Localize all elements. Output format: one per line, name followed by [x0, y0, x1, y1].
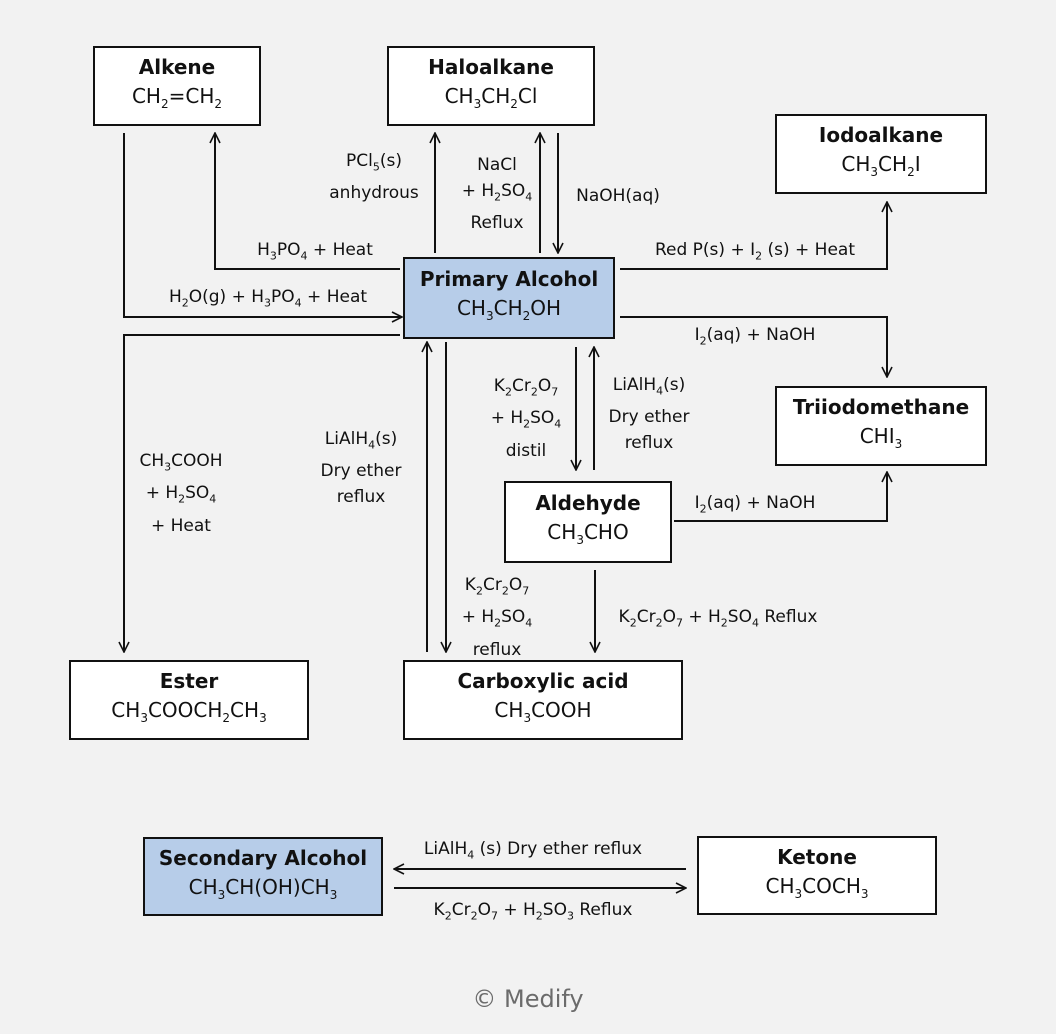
triiodomethane-formula: CHI3 — [859, 424, 903, 451]
label-line: K2Cr2O7 + H2SO3 Reflux — [433, 900, 633, 923]
arrow-alcohol-to-iodoalkane — [620, 202, 887, 270]
label-lialh4-ketone: LiAlH4 (s) Dry ether reflux — [405, 836, 661, 868]
ester-name: Ester — [159, 669, 219, 693]
iodoalkane-name: Iodoalkane — [818, 123, 944, 147]
alkene-formula: CH2=CH2 — [131, 84, 223, 111]
haloalkane-box: Haloalkane CH3CH2Cl — [387, 46, 595, 126]
secondary-alcohol-box: Secondary Alcohol CH3CH(OH)CH3 — [143, 837, 383, 916]
label-line: anhydrous — [329, 183, 419, 204]
label-line: Dry ether — [320, 461, 402, 482]
label-k2cr2o7-h2so3-secondary: K2Cr2O7 + H2SO3 Reflux — [405, 897, 661, 929]
ester-box: Ester CH3COOCH2CH3 — [69, 660, 309, 740]
aldehyde-box: Aldehyde CH3CHO — [504, 481, 672, 563]
label-line: NaOH(aq) — [576, 186, 660, 206]
label-line: LiAlH4(s) — [612, 375, 686, 398]
label-k2cr2o7-h2so4-reflux-alcohol: K2Cr2O7 + H2SO4 reflux — [450, 572, 544, 663]
label-line: K2Cr2O7 + H2SO4 Reflux — [618, 607, 818, 630]
label-line: CH3COOH — [139, 451, 223, 474]
label-line: Reflux — [470, 213, 524, 234]
iodoalkane-formula: CH3CH2I — [841, 152, 921, 179]
primary-alcohol-name: Primary Alcohol — [419, 267, 599, 291]
aldehyde-name: Aldehyde — [535, 491, 641, 515]
label-line: NaCl — [477, 155, 517, 175]
label-line: + H2SO4 — [461, 607, 533, 630]
copyright-text: © Medify — [472, 985, 584, 1013]
label-red-p-i2-heat: Red P(s) + I2 (s) + Heat — [630, 237, 880, 269]
ketone-name: Ketone — [777, 844, 857, 869]
label-lialh4-aldehyde: LiAlH4(s) Dry ether reflux — [596, 372, 702, 456]
iodoalkane-box: Iodoalkane CH3CH2I — [775, 114, 987, 194]
arrow-alcohol-to-ester — [124, 334, 400, 652]
label-h2o-h3po4-heat: H2O(g) + H3PO4 + Heat — [148, 284, 388, 316]
label-line: LiAlH4(s) — [324, 429, 398, 452]
label-line: K2Cr2O7 — [464, 575, 530, 598]
carboxylic-acid-formula: CH3COOH — [494, 698, 592, 725]
label-i2-naoh-alcohol: I2(aq) + NaOH — [680, 322, 830, 354]
primary-alcohol-formula: CH3CH2OH — [456, 296, 562, 323]
alkene-name: Alkene — [138, 55, 216, 79]
arrow-aldehyde-to-triiodomethane — [674, 472, 887, 522]
carboxylic-acid-box: Carboxylic acid CH3COOH — [403, 660, 683, 740]
arrow-alcohol-to-alkene — [215, 133, 400, 270]
label-line: LiAlH4 (s) Dry ether reflux — [423, 839, 643, 862]
label-line: I2(aq) + NaOH — [694, 493, 816, 516]
carboxylic-acid-name: Carboxylic acid — [457, 669, 629, 693]
arrow-alkene-to-alcohol — [123, 133, 402, 317]
label-line: H3PO4 + Heat — [257, 240, 373, 263]
label-line: reflux — [336, 487, 386, 508]
label-line: K2Cr2O7 — [493, 376, 559, 399]
ketone-formula: CH3COCH3 — [765, 873, 869, 901]
label-ch3cooh-h2so4-heat: CH3COOH + H2SO4 + Heat — [126, 448, 236, 539]
label-h3po4-heat: H3PO4 + Heat — [230, 237, 400, 269]
label-line: + H2SO4 — [145, 483, 217, 506]
triiodomethane-name: Triiodomethane — [792, 395, 970, 419]
label-line: + Heat — [151, 515, 211, 536]
arrow-alcohol-to-triiodomethane — [620, 316, 887, 377]
ketone-box: Ketone CH3COCH3 — [697, 836, 937, 915]
label-pcl5-anhydrous: PCl5(s) anhydrous — [320, 148, 428, 206]
haloalkane-name: Haloalkane — [428, 55, 554, 79]
label-line: H2O(g) + H3PO4 + Heat — [168, 287, 368, 310]
label-i2-naoh-aldehyde: I2(aq) + NaOH — [680, 490, 830, 522]
label-k2cr2o7-h2so4-distil: K2Cr2O7 + H2SO4 distil — [478, 373, 574, 464]
label-naoh-aq: NaOH(aq) — [565, 183, 671, 209]
ester-formula: CH3COOCH2CH3 — [111, 698, 267, 725]
haloalkane-formula: CH3CH2Cl — [444, 84, 538, 111]
label-line: I2(aq) + NaOH — [694, 325, 816, 348]
label-line: Dry ether — [608, 407, 690, 428]
label-k2cr2o7-h2so4-reflux-aldehyde: K2Cr2O7 + H2SO4 Reflux — [600, 604, 836, 636]
secondary-alcohol-formula: CH3CH(OH)CH3 — [188, 874, 338, 902]
secondary-alcohol-name: Secondary Alcohol — [158, 845, 368, 870]
label-line: reflux — [624, 433, 674, 454]
label-line: PCl5(s) — [346, 151, 402, 174]
primary-alcohol-box: Primary Alcohol CH3CH2OH — [403, 257, 615, 339]
triiodomethane-box: Triiodomethane CHI3 — [775, 386, 987, 466]
label-line: reflux — [472, 639, 522, 660]
aldehyde-formula: CH3CHO — [547, 520, 629, 547]
alkene-box: Alkene CH2=CH2 — [93, 46, 261, 126]
label-line: distil — [505, 440, 547, 461]
label-line: Red P(s) + I2 (s) + Heat — [654, 240, 856, 263]
label-line: + H2SO4 — [461, 181, 533, 204]
label-line: + H2SO4 — [490, 408, 562, 431]
label-lialh4-acid: LiAlH4(s) Dry ether reflux — [308, 426, 414, 510]
